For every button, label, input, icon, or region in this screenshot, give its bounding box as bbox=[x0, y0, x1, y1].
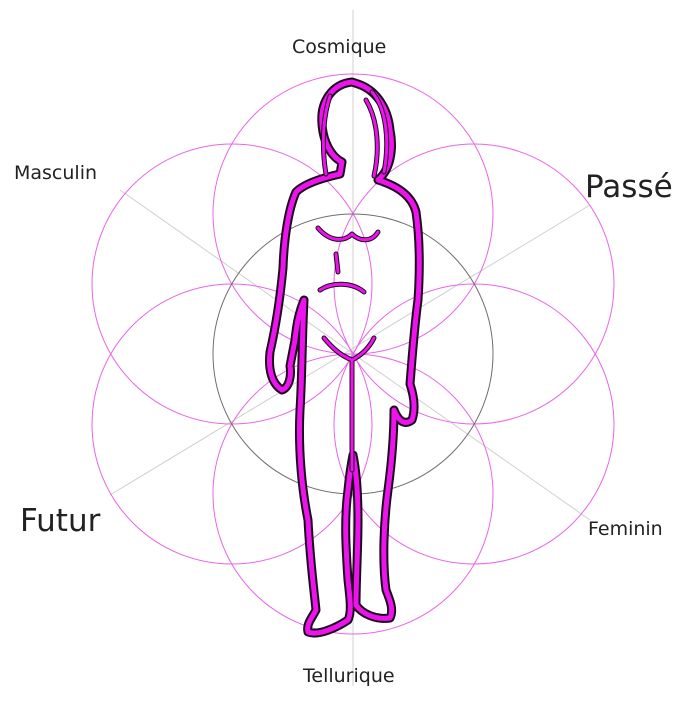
label-futur: Futur bbox=[20, 506, 100, 537]
label-cosmique: Cosmique bbox=[292, 38, 386, 57]
label-tellurique: Tellurique bbox=[303, 667, 395, 686]
label-feminin: Feminin bbox=[588, 520, 663, 539]
torso-details bbox=[318, 228, 378, 470]
label-masculin: Masculin bbox=[14, 164, 97, 183]
label-passe: Passé bbox=[585, 172, 673, 203]
